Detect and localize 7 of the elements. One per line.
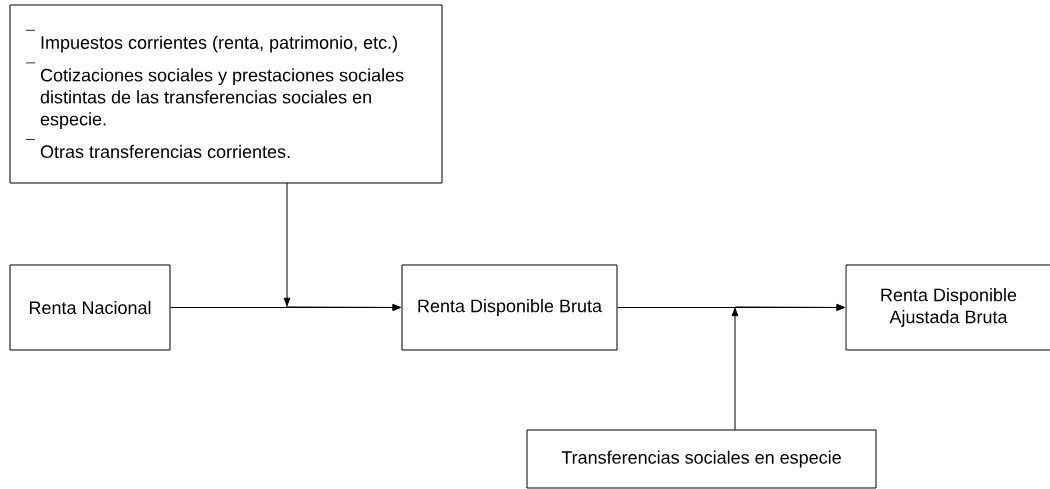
process-box: Renta Nacional	[9, 264, 171, 351]
arrow	[283, 182, 401, 311]
process-box: Transferencias sociales en especie	[526, 429, 877, 489]
list-box: Impuestos corrientes (renta, patrimonio, etc.) Cotizaciones sociales y prestaciones sociales distintas de las transferencias sociales en especie. Otras transferencias corrientes.	[9, 4, 443, 184]
process-box: Renta Disponible Ajustada Bruta	[845, 264, 1050, 351]
arrow	[731, 304, 845, 431]
process-box: Renta Disponible Bruta	[401, 264, 618, 351]
